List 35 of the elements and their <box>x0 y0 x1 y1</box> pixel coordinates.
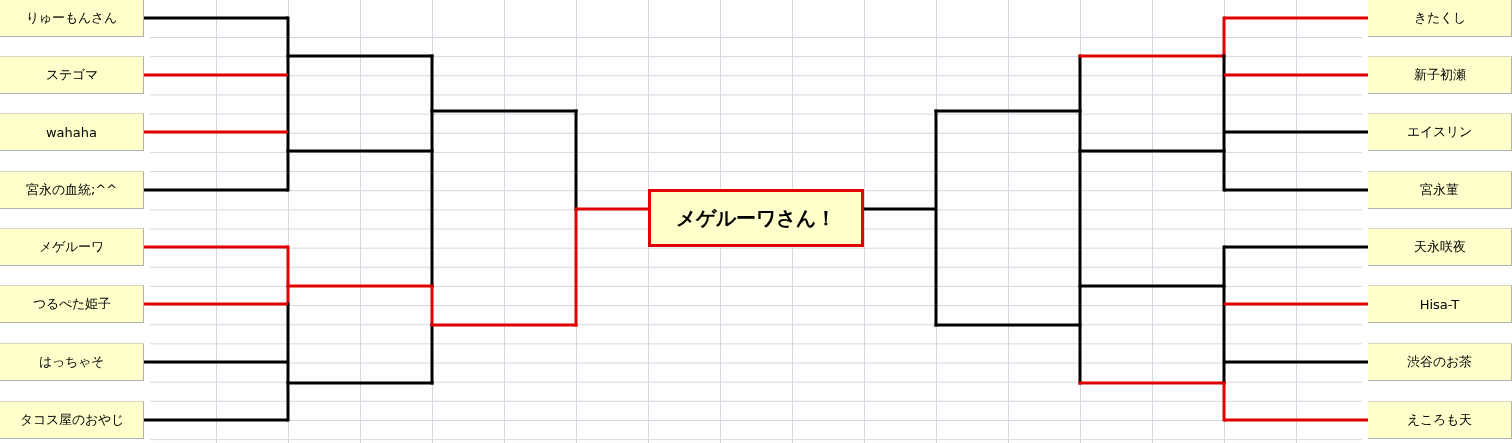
bracket-line <box>1224 245 1368 249</box>
name-box: エイスリン <box>1368 113 1512 151</box>
name-box: えころも天 <box>1368 401 1512 439</box>
name-box: メゲルーワ <box>0 228 144 266</box>
bracket-line <box>1224 73 1368 77</box>
name-box: 天永咲夜 <box>1368 228 1512 266</box>
bracket-line <box>1224 130 1368 134</box>
bracket-line <box>144 188 288 192</box>
bracket-line <box>144 245 288 249</box>
bracket-line <box>144 130 288 134</box>
name-box: 新子初瀬 <box>1368 56 1512 94</box>
name-box: 宮永菫 <box>1368 171 1512 209</box>
name-box: きたくし <box>1368 0 1512 37</box>
champion-box: メゲルーワさん！ <box>648 189 864 247</box>
bracket-line <box>576 207 648 211</box>
bracket-line <box>1224 302 1368 306</box>
name-box: つるぺた姫子 <box>0 285 144 323</box>
name-box: はっちゃそ <box>0 343 144 381</box>
name-box: 渋谷のお茶 <box>1368 343 1512 381</box>
name-box: wahaha <box>0 113 144 151</box>
name-box: タコス屋のおやじ <box>0 401 144 439</box>
name-box: りゅーもんさん <box>0 0 144 37</box>
bracket-line <box>1224 16 1368 20</box>
bracket-line <box>1224 188 1368 192</box>
bracket-line <box>144 16 288 20</box>
bracket-line <box>144 360 288 364</box>
bracket-line <box>144 418 288 422</box>
bracket-line <box>1224 418 1368 422</box>
name-box: 宮永の血統;^^ <box>0 171 144 209</box>
name-box: ステゴマ <box>0 56 144 94</box>
bracket-line <box>144 73 288 77</box>
bracket-line <box>1224 360 1368 364</box>
bracket-line <box>864 207 936 211</box>
name-box: Hisa-T <box>1368 285 1512 323</box>
bracket-line <box>144 302 288 306</box>
